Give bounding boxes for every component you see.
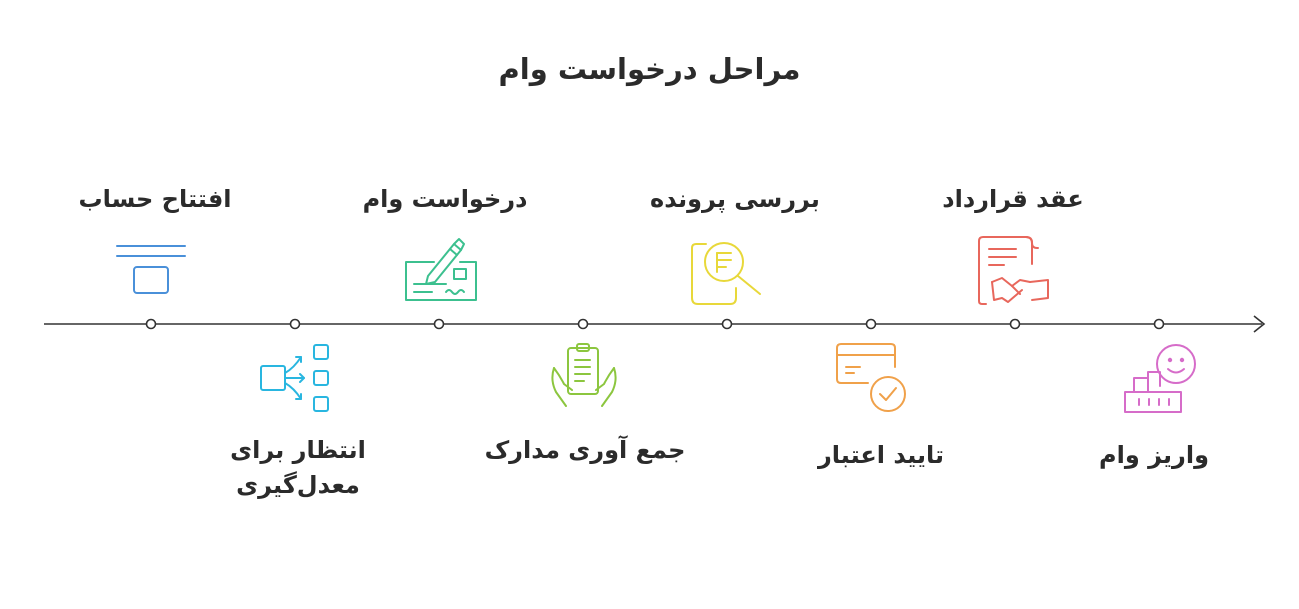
credit-card-approved-icon bbox=[834, 341, 910, 415]
timeline-node-5 bbox=[721, 318, 733, 330]
timeline-node-4 bbox=[577, 318, 589, 330]
step-label-2: انتظار برای معدل‌گیری bbox=[230, 436, 366, 499]
timeline-arrowhead bbox=[1253, 315, 1266, 333]
timeline-node-7 bbox=[1009, 318, 1021, 330]
step-label-5: بررسی پرونده bbox=[650, 185, 820, 213]
step-label-8: واریز وام bbox=[1099, 441, 1209, 469]
step-label-4: جمع آوری مدارک bbox=[484, 436, 686, 464]
happy-customer-icon bbox=[1120, 342, 1200, 416]
document-search-icon bbox=[690, 236, 766, 308]
timeline-node-8 bbox=[1153, 318, 1165, 330]
timeline-node-6 bbox=[865, 318, 877, 330]
step-label-7: عقد قرارداد bbox=[942, 185, 1084, 213]
timeline-node-3 bbox=[433, 318, 445, 330]
step-label-1: افتتاح حساب bbox=[78, 185, 232, 213]
page-title: مراحل درخواست وام bbox=[498, 52, 801, 86]
signing-check-icon bbox=[402, 236, 482, 306]
contract-handshake-icon bbox=[976, 234, 1054, 308]
documents-in-hands-icon bbox=[546, 340, 622, 416]
step-label-6: تایید اعتبار bbox=[817, 441, 945, 469]
timeline-node-1 bbox=[145, 318, 157, 330]
bank-card-icon bbox=[113, 240, 189, 300]
timeline-node-2 bbox=[289, 318, 301, 330]
step-label-3: درخواست وام bbox=[362, 185, 528, 213]
distribution-icon bbox=[258, 342, 334, 418]
